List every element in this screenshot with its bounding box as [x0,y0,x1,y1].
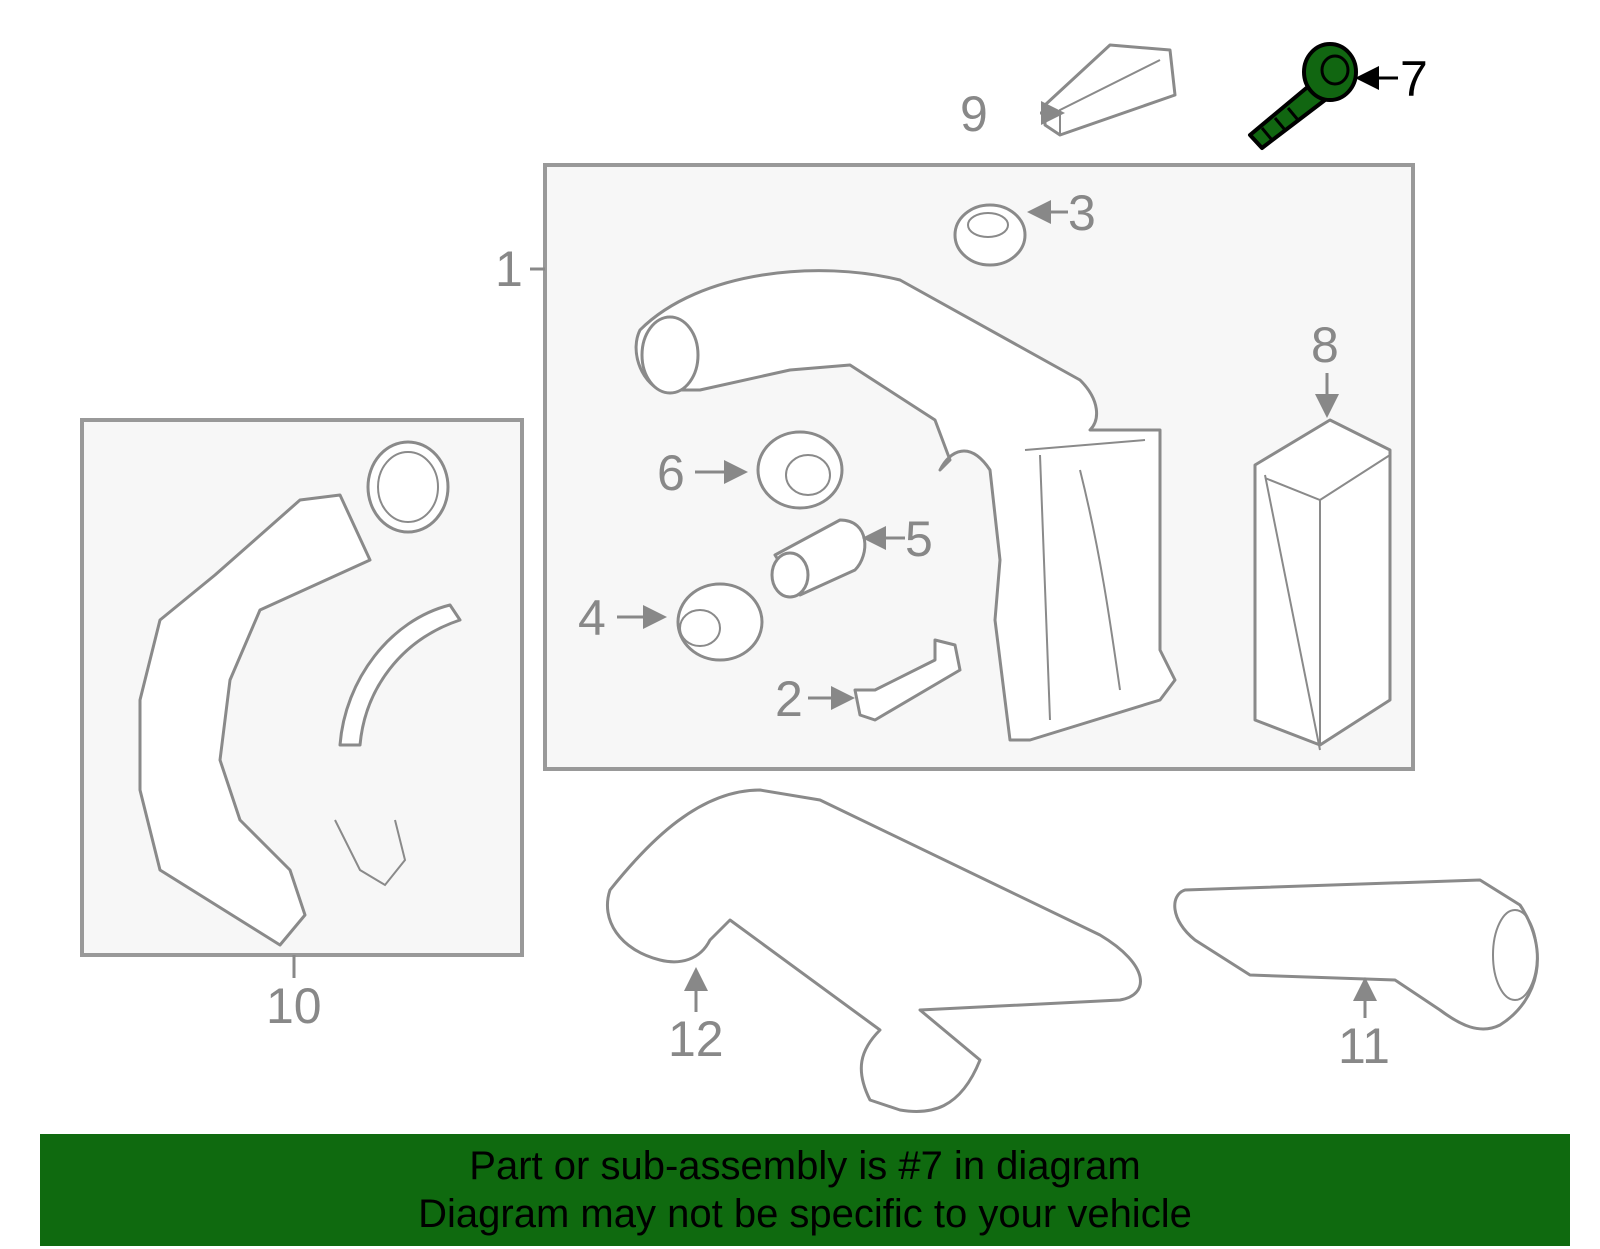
callout-7: 7 [1400,51,1428,107]
part-8-air-filter[interactable] [1253,418,1392,751]
callout-4: 4 [578,590,606,646]
part-7-bolt[interactable] [1248,42,1358,150]
part-2-bracket[interactable] [853,638,962,722]
part-9-sensor[interactable] [1043,43,1177,137]
banner-line-1: Part or sub-assembly is #7 in diagram [469,1144,1141,1188]
banner-line-2: Diagram may not be specific to your vehi… [418,1192,1192,1236]
part-11-air-duct[interactable] [1173,878,1539,1031]
part-3-grommet[interactable] [953,203,1027,267]
info-banner: Part or sub-assembly is #7 in diagram Di… [40,1134,1570,1246]
part-4-grommet[interactable] [676,582,764,662]
callout-10: 10 [266,978,322,1034]
callout-3: 3 [1068,185,1096,241]
callout-1: 1 [495,241,523,297]
part-6-isolator[interactable] [756,430,844,510]
callout-12: 12 [668,1011,724,1067]
part-12-air-duct[interactable] [605,788,1142,1114]
callout-5: 5 [905,511,933,567]
callout-2: 2 [775,671,803,727]
part-1-air-box-housing[interactable] [634,269,1177,742]
callout-6: 6 [657,445,685,501]
callout-9: 9 [960,86,988,142]
part-10-intake-duct-assembly[interactable] [138,440,462,947]
callout-8: 8 [1311,317,1339,373]
callout-11: 11 [1338,1018,1390,1074]
